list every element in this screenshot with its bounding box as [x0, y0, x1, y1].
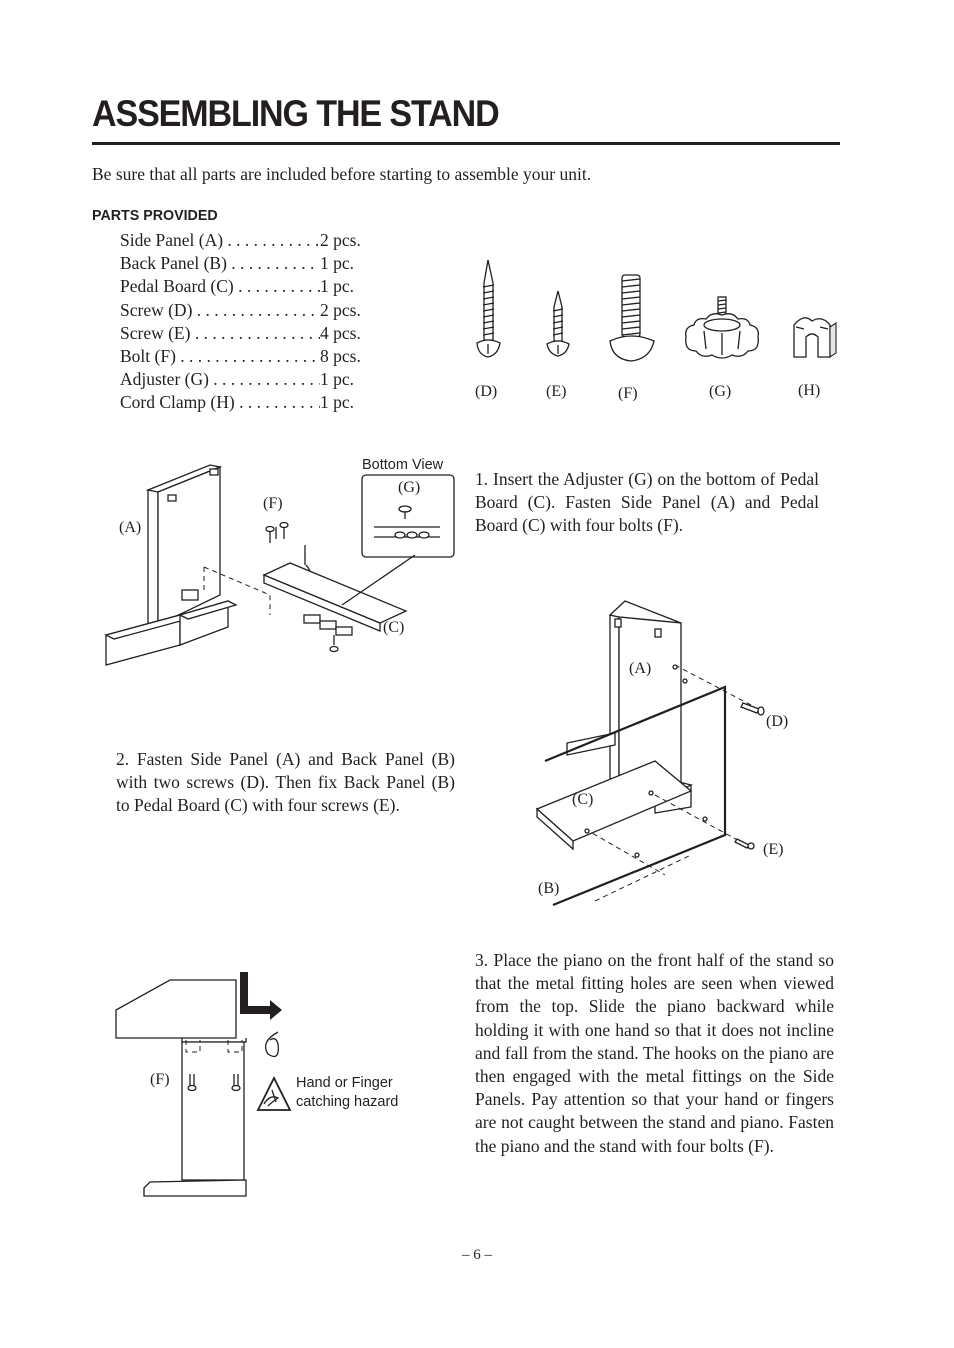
- part-qty: 1 pc.: [320, 392, 355, 413]
- warning-line1: Hand or Finger: [296, 1075, 393, 1091]
- inset-title: Bottom View: [362, 457, 444, 473]
- parts-heading: PARTS PROVIDED: [92, 207, 218, 224]
- fig2-label-b: (B): [538, 880, 560, 897]
- list-item: Bolt (F) . . . . . . . . . . . . . . . .…: [120, 345, 361, 368]
- part-label-g: (G): [709, 383, 732, 400]
- part-qty: 1 pc.: [320, 276, 355, 297]
- step3-text: 3. Place the piano on the front half of …: [475, 950, 834, 1156]
- parts-list: Side Panel (A) . . . . . . . . . . . . .…: [120, 229, 361, 415]
- list-item: Screw (D) . . . . . . . . . . . . . . . …: [120, 299, 361, 322]
- figure-step3: [115, 972, 292, 1197]
- parts-illustration: [476, 259, 837, 362]
- fig2-label-c: (C): [572, 791, 594, 808]
- screw-e-icon: [546, 290, 570, 357]
- step2-text: 2. Fasten Side Panel (A) and Back Panel …: [116, 749, 455, 816]
- part-label-f: (F): [618, 385, 638, 402]
- warning-line2: catching hazard: [296, 1094, 399, 1110]
- figure-step2: [535, 600, 765, 907]
- screw-d-icon: [476, 259, 501, 358]
- list-item: Back Panel (B) . . . . . . . . . . . . .…: [120, 252, 361, 275]
- part-name: Adjuster (G) . . . . . . . . . . . . . .…: [120, 369, 320, 390]
- part-name: Screw (D) . . . . . . . . . . . . . . . …: [120, 299, 320, 320]
- list-item: Side Panel (A) . . . . . . . . . . . . .…: [120, 229, 361, 252]
- fig2-label-a: (A): [629, 660, 652, 677]
- part-name: Cord Clamp (H) . . . . . . . . . . . . .…: [120, 392, 320, 413]
- figure-step1: [104, 464, 455, 666]
- page-number: – 6 –: [462, 1247, 492, 1263]
- fig1-label-a: (A): [119, 519, 142, 536]
- inset-label-g: (G): [398, 479, 421, 496]
- part-qty: 1 pc.: [320, 369, 355, 390]
- part-label-e: (E): [546, 383, 567, 400]
- fig2-label-e: (E): [763, 841, 784, 858]
- part-label-h: (H): [798, 382, 821, 399]
- warning-text: Hand or Finger catching hazard: [296, 1074, 398, 1112]
- cord-clamp-h-icon: [793, 317, 837, 359]
- list-item: Cord Clamp (H) . . . . . . . . . . . . .…: [120, 391, 361, 414]
- step1-text: 1. Insert the Adjuster (G) on the bottom…: [475, 469, 819, 536]
- list-item: Adjuster (G) . . . . . . . . . . . . . .…: [120, 368, 361, 391]
- fig1-label-f: (F): [263, 495, 283, 512]
- list-item: Screw (E) . . . . . . . . . . . . . . . …: [120, 322, 361, 345]
- part-qty: 1 pc.: [320, 253, 355, 274]
- part-qty: 2 pcs.: [320, 299, 361, 320]
- part-qty: 4 pcs.: [320, 322, 361, 343]
- list-item: Pedal Board (C) . . . . . . . . . . . . …: [120, 275, 361, 298]
- part-qty: 8 pcs.: [320, 345, 361, 366]
- intro-text: Be sure that all parts are included befo…: [92, 164, 592, 184]
- part-name: Pedal Board (C) . . . . . . . . . . . . …: [120, 276, 320, 297]
- part-label-d: (D): [475, 383, 498, 400]
- part-name: Side Panel (A) . . . . . . . . . . . . .…: [120, 230, 320, 250]
- fig3-label-f: (F): [150, 1071, 170, 1088]
- part-name: Bolt (F) . . . . . . . . . . . . . . . .…: [120, 345, 320, 366]
- part-qty: 2 pcs.: [320, 230, 361, 250]
- title-rule: [92, 142, 840, 145]
- fig2-label-d: (D): [766, 713, 789, 730]
- part-name: Back Panel (B) . . . . . . . . . . . . .…: [120, 253, 320, 274]
- fig1-label-c: (C): [383, 619, 405, 636]
- adjuster-g-icon: [685, 296, 759, 359]
- bolt-f-icon: [609, 274, 655, 362]
- warning-icon: [256, 1075, 292, 1111]
- page-title: ASSEMBLING THE STAND: [92, 93, 500, 134]
- part-name: Screw (E) . . . . . . . . . . . . . . . …: [120, 322, 320, 343]
